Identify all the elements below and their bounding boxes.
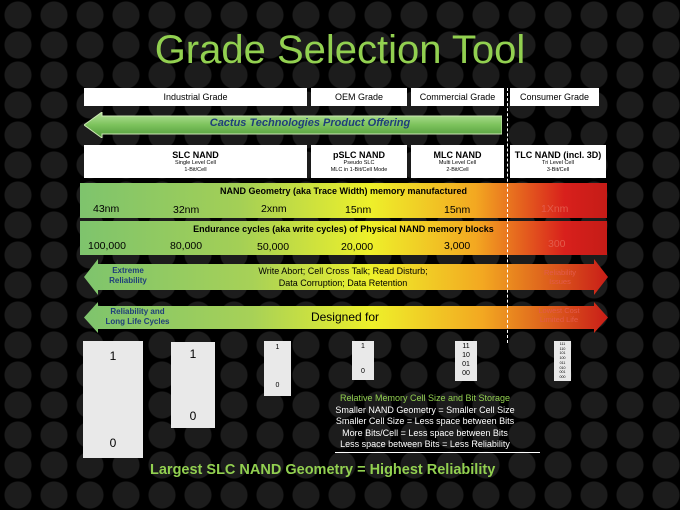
grade-commercial: Commercial Grade (411, 88, 504, 106)
cell-bit: 1 (361, 343, 365, 350)
nand-mlc: MLC NAND Multi Level Cell 2-Bit/Cell (411, 145, 504, 178)
cell-bit: 00 (462, 370, 470, 377)
memory-cell-slc-2xnm: 1 0 (264, 341, 291, 396)
nand-pslc-sub1: Pseudo SLC (343, 160, 375, 166)
endurance-value: 3,000 (444, 240, 471, 252)
offering-arrow (84, 112, 502, 138)
designed-for-arrow (84, 302, 608, 333)
long-life-label: Reliability and Long Life Cycles (95, 307, 180, 327)
endurance-bar (80, 221, 607, 255)
nand-mlc-sub1: Multi Level Cell (438, 160, 477, 166)
geometry-value: 15nm (345, 204, 372, 216)
info-heading: Relative Memory Cell Size and Bit Storag… (339, 393, 511, 403)
arrow1-middle-line: Data Corruption; Data Retention (278, 278, 408, 288)
arrow2-right-line: Limited Life (539, 315, 579, 324)
arrow1-left-line: Extreme (112, 266, 144, 275)
nand-tlc-sub2: 3-Bit/Cell (546, 167, 570, 173)
geometry-value: 2xnm (261, 203, 287, 215)
grade-industrial: Industrial Grade (84, 88, 307, 106)
geometry-bar (80, 183, 607, 218)
info-separator (335, 452, 540, 453)
grade-oem: OEM Grade (311, 88, 407, 106)
cell-bit: 1 (109, 349, 117, 363)
failure-modes-label: Write Abort; Cell Cross Talk; Read Distu… (218, 265, 468, 289)
info-line: Less space between Bits = Less Reliabili… (340, 439, 510, 449)
cell-bit: 01 (462, 361, 470, 368)
geometry-value: 43nm (93, 203, 120, 215)
page-title: Grade Selection Tool (154, 28, 526, 72)
endurance-label: Endurance cycles (aka write cycles) of P… (193, 224, 494, 234)
memory-cell-tlc: 111 110 101 100 011 010 001 000 (554, 341, 571, 381)
cell-bit: 010 (559, 365, 566, 370)
endurance-value: 100,000 (88, 240, 126, 252)
nand-tlc-sub1: Tri Level Cell (542, 160, 574, 166)
cell-bit: 101 (559, 351, 566, 356)
nand-tlc: TLC NAND (incl. 3D) Tri Level Cell 3-Bit… (510, 145, 606, 178)
cell-bit: 011 (559, 360, 566, 365)
memory-cell-pslc: 1 0 (352, 341, 374, 380)
endurance-value: 300 (548, 238, 566, 250)
conclusion-text: Largest SLC NAND Geometry = Highest Reli… (150, 462, 496, 478)
offering-label: Cactus Technologies Product Offering (209, 117, 411, 129)
info-line: Smaller Cell Size = Less space between B… (335, 416, 515, 426)
info-line: Smaller NAND Geometry = Smaller Cell Siz… (335, 404, 515, 415)
arrow2-left-line: Long Life Cycles (105, 317, 170, 326)
endurance-value: 50,000 (257, 241, 290, 253)
cell-bit: 1 (189, 347, 197, 361)
designed-for-label: Designed for (310, 310, 380, 324)
nand-slc-name: SLC NAND (172, 150, 219, 160)
cell-bit: 0 (361, 368, 365, 375)
nand-mlc-name: MLC NAND (433, 150, 482, 160)
arrow2-left-line: Reliability and (110, 307, 165, 316)
cell-bit: 11 (462, 343, 470, 350)
cell-bit: 000 (559, 374, 566, 379)
nand-slc-sub1: Single Level Cell (175, 160, 216, 166)
cell-bit: 100 (559, 356, 566, 361)
arrow1-middle-line: Write Abort; Cell Cross Talk; Read Distu… (258, 266, 428, 276)
extreme-reliability-label: Extreme Reliability (97, 266, 159, 286)
arrow1-right-line: Issues (549, 277, 571, 286)
reliability-issues-label: Reliability Issues (534, 268, 586, 286)
cell-bit: 1 (275, 344, 280, 351)
nand-slc-sub2: 1-Bit/Cell (184, 167, 207, 173)
memory-cell-mlc: 11 10 01 00 (455, 341, 477, 381)
endurance-value: 20,000 (341, 241, 374, 253)
geometry-value: 15nm (444, 204, 471, 216)
reliability-issues-arrow (84, 259, 608, 295)
nand-pslc-name: pSLC NAND (333, 150, 385, 160)
cell-bit: 001 (559, 370, 566, 375)
arrow1-left-line: Reliability (109, 276, 147, 285)
cell-bit: 110 (559, 346, 566, 351)
nand-tlc-name: TLC NAND (incl. 3D) (514, 150, 602, 160)
nand-pslc: pSLC NAND Pseudo SLC MLC in 1-Bit/Cell M… (311, 145, 407, 178)
cell-bit: 0 (275, 382, 280, 389)
geometry-value: 1Xnm (541, 203, 569, 215)
cell-bit: 111 (559, 342, 566, 346)
memory-cell-slc-32nm: 1 0 (171, 342, 215, 428)
geometry-value: 32nm (173, 204, 200, 216)
arrow1-right-line: Reliability (543, 268, 577, 277)
cell-bit: 0 (109, 436, 117, 450)
nand-slc: SLC NAND Single Level Cell 1-Bit/Cell (84, 145, 307, 178)
endurance-value: 80,000 (170, 240, 203, 252)
consumer-divider (507, 88, 508, 343)
grade-consumer: Consumer Grade (510, 88, 599, 106)
arrow2-right-line: Lowest Cost (538, 306, 580, 315)
memory-cell-slc-43nm: 1 0 (83, 341, 143, 458)
cell-bit: 0 (189, 409, 197, 423)
info-line: More Bits/Cell = Less space between Bits (342, 427, 508, 438)
lowest-cost-label: Lowest Cost Limited Life (528, 306, 590, 324)
nand-pslc-sub2: MLC in 1-Bit/Cell Mode (330, 167, 388, 173)
cell-size-info: Relative Memory Cell Size and Bit Storag… (300, 393, 550, 451)
cell-bit: 10 (462, 352, 470, 359)
nand-mlc-sub2: 2-Bit/Cell (446, 167, 469, 173)
geometry-label: NAND Geometry (aka Trace Width) memory m… (220, 186, 467, 196)
